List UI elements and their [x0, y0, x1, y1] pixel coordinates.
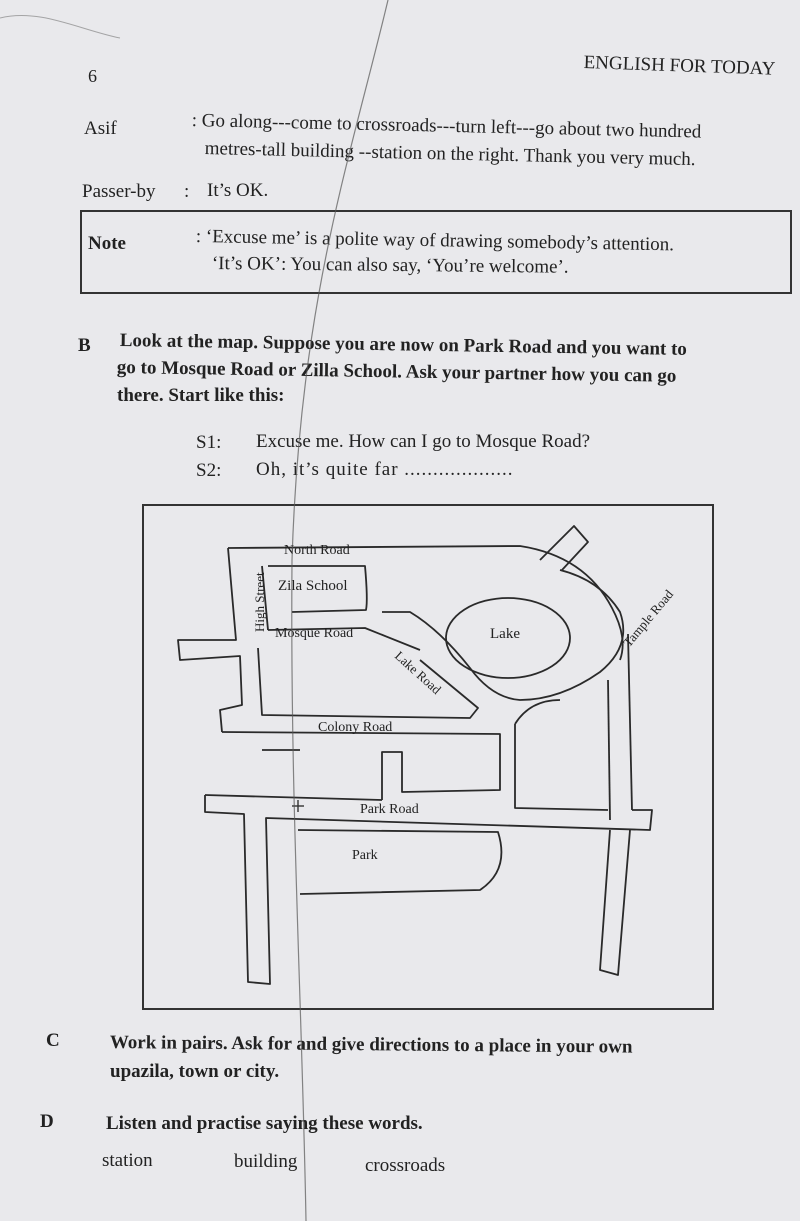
- map-frame: [142, 504, 714, 1010]
- high-street-outline: [177, 547, 243, 733]
- s2-label: S2:: [196, 460, 222, 481]
- north-road-outline: [227, 545, 624, 661]
- map-label-park-road: Park Road: [360, 802, 419, 817]
- park-outline: [297, 829, 503, 895]
- section-d-line-1: Listen and practise saying these words.: [106, 1113, 423, 1134]
- map-label-zila-school: Zila School: [278, 578, 348, 594]
- park-road-bottom: [204, 795, 653, 985]
- high-street-right: [261, 565, 269, 631]
- section-c-line-2: upazila, town or city.: [110, 1061, 280, 1082]
- word-building: building: [234, 1151, 298, 1172]
- lake-road-outline: [382, 569, 625, 701]
- map-label-high-street: High Street: [252, 572, 267, 632]
- you-are-here-icon: [292, 800, 304, 812]
- colony-road-outline: [221, 731, 501, 800]
- word-crossroads: crossroads: [365, 1155, 446, 1176]
- temple-road-outline: [627, 633, 633, 811]
- s1-label: S1:: [196, 432, 222, 453]
- note-box: [80, 210, 792, 294]
- road-outlines: [177, 525, 653, 985]
- map-label-north-road: North Road: [284, 543, 350, 558]
- section-c-line-1: Work in pairs. Ask for and give directio…: [109, 1032, 633, 1058]
- section-b-line-3: there. Start like this:: [117, 385, 285, 406]
- map-label-park: Park: [352, 848, 378, 863]
- note-label: Note: [88, 233, 126, 254]
- speaker-passerby: Passer-by: [82, 181, 156, 202]
- section-c-letter: C: [46, 1030, 60, 1051]
- passerby-colon: :: [184, 181, 190, 202]
- park-road-outline: [204, 794, 383, 801]
- page-number: 6: [88, 66, 97, 86]
- north-road-spur: [539, 525, 589, 571]
- speaker-asif: Asif: [84, 118, 117, 139]
- map-label-lake: Lake: [490, 626, 520, 642]
- passerby-line: It’s OK.: [207, 180, 269, 201]
- temple-road-lower: [599, 829, 631, 976]
- temple-road-inner: [607, 679, 611, 821]
- lake-shape: [445, 597, 571, 679]
- east-road-inner: [514, 724, 609, 811]
- map-label-colony-road: Colony Road: [318, 720, 393, 735]
- section-b-letter: B: [78, 335, 91, 356]
- map-label-mosque-road: Mosque Road: [275, 626, 354, 641]
- section-d-letter: D: [40, 1111, 54, 1132]
- word-station: station: [102, 1150, 153, 1171]
- east-road-outline: [514, 699, 561, 725]
- mosque-road-bottom: [257, 647, 479, 719]
